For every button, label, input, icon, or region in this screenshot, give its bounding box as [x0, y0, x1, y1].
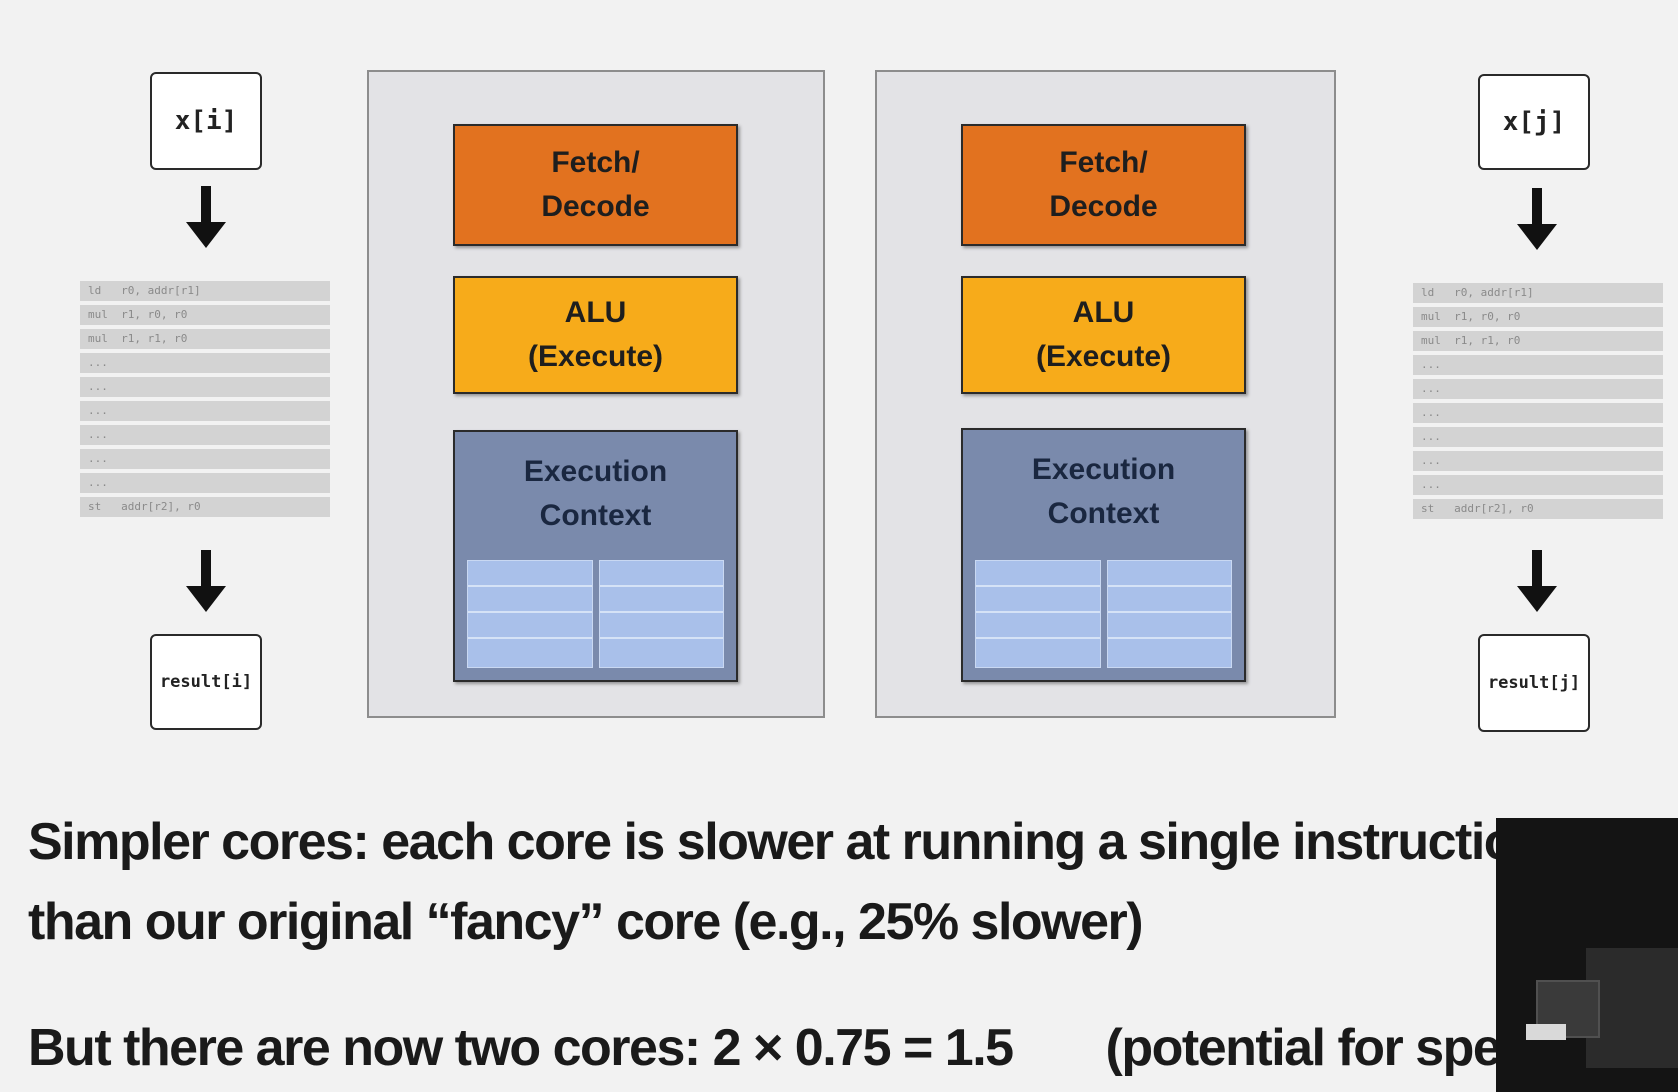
- fetch-label-line1: Fetch/: [551, 146, 640, 179]
- instruction-row: ...: [1413, 403, 1663, 423]
- ctx-label-line1: Execution: [1031, 453, 1176, 486]
- fetch-label-line2: Decode: [1049, 190, 1158, 223]
- instruction-row: ...: [80, 473, 330, 493]
- input-x-i-box: x[i]: [150, 72, 262, 170]
- instruction-row: mul r1, r0, r0: [80, 305, 330, 325]
- instruction-row: mul r1, r0, r0: [1413, 307, 1663, 327]
- instruction-row: ld r0, addr[r1]: [1413, 283, 1663, 303]
- caption-line-3-formula: But there are now two cores: 2 × 0.75 = …: [28, 1019, 1014, 1077]
- down-arrow-icon: [186, 186, 226, 250]
- caption-line-3-note: (potential for spee: [1105, 1019, 1530, 1077]
- ctx-label-line1: Execution: [523, 455, 668, 488]
- down-arrow-icon: [1517, 188, 1557, 252]
- instruction-row: st addr[r2], r0: [80, 497, 330, 517]
- instruction-row: ...: [80, 401, 330, 421]
- caption-line-1: Simpler cores: each core is slower at ru…: [28, 813, 1602, 871]
- alu-unit: ALU (Execute): [453, 276, 738, 394]
- register-file: [975, 560, 1232, 668]
- register-column: [975, 560, 1101, 668]
- fetch-label-line2: Decode: [541, 190, 650, 223]
- instruction-row: ...: [80, 377, 330, 397]
- alu-label-line1: ALU: [564, 296, 627, 329]
- output-result-j-box: result[j]: [1478, 634, 1590, 732]
- alu-unit: ALU (Execute): [961, 276, 1246, 394]
- instruction-list-left: ld r0, addr[r1] mul r1, r0, r0 mul r1, r…: [80, 281, 330, 521]
- ctx-label-line2: Context: [539, 499, 652, 532]
- register-column: [1106, 560, 1232, 668]
- instruction-row: ...: [80, 449, 330, 469]
- instruction-row: mul r1, r1, r0: [80, 329, 330, 349]
- core-2: Fetch/Decode ALU (Execute) Execution Cont…: [875, 70, 1336, 718]
- instruction-row: ...: [1413, 451, 1663, 471]
- input-x-j-label: x[j]: [1502, 107, 1566, 137]
- instruction-row: mul r1, r1, r0: [1413, 331, 1663, 351]
- ctx-label-line2: Context: [1047, 497, 1160, 530]
- register-file: [467, 560, 724, 668]
- execution-context-unit: Execution Context: [453, 430, 738, 682]
- alu-label-line2: (Execute): [527, 340, 664, 373]
- register-column: [598, 560, 724, 668]
- output-result-j-label: result[j]: [1487, 673, 1581, 693]
- fetch-decode-unit: Fetch/Decode: [961, 124, 1246, 246]
- alu-label-line1: ALU: [1072, 296, 1135, 329]
- instruction-row: ...: [1413, 427, 1663, 447]
- down-arrow-icon: [186, 550, 226, 614]
- webcam-overlay: [1496, 818, 1678, 1092]
- caption-line-2: than our original “fancy” core (e.g., 25…: [28, 893, 1144, 951]
- fetch-label-line1: Fetch/: [1059, 146, 1148, 179]
- output-result-i-box: result[i]: [150, 634, 262, 730]
- register-column: [467, 560, 593, 668]
- core-1: Fetch/Decode ALU (Execute) Execution Cont…: [367, 70, 825, 718]
- caption-line-3: But there are now two cores: 2 × 0.75 = …: [28, 1018, 1530, 1078]
- instruction-row: st addr[r2], r0: [1413, 499, 1663, 519]
- alu-label-line2: (Execute): [1035, 340, 1172, 373]
- instruction-row: ld r0, addr[r1]: [80, 281, 330, 301]
- instruction-row: ...: [1413, 475, 1663, 495]
- execution-context-unit: Execution Context: [961, 428, 1246, 682]
- fetch-decode-unit: Fetch/Decode: [453, 124, 738, 246]
- instruction-row: ...: [1413, 355, 1663, 375]
- instruction-list-right: ld r0, addr[r1] mul r1, r0, r0 mul r1, r…: [1413, 283, 1663, 523]
- input-x-i-label: x[i]: [174, 106, 238, 136]
- down-arrow-icon: [1517, 550, 1557, 614]
- instruction-row: ...: [80, 353, 330, 373]
- output-result-i-label: result[i]: [159, 672, 253, 692]
- instruction-row: ...: [1413, 379, 1663, 399]
- input-x-j-box: x[j]: [1478, 74, 1590, 170]
- instruction-row: ...: [80, 425, 330, 445]
